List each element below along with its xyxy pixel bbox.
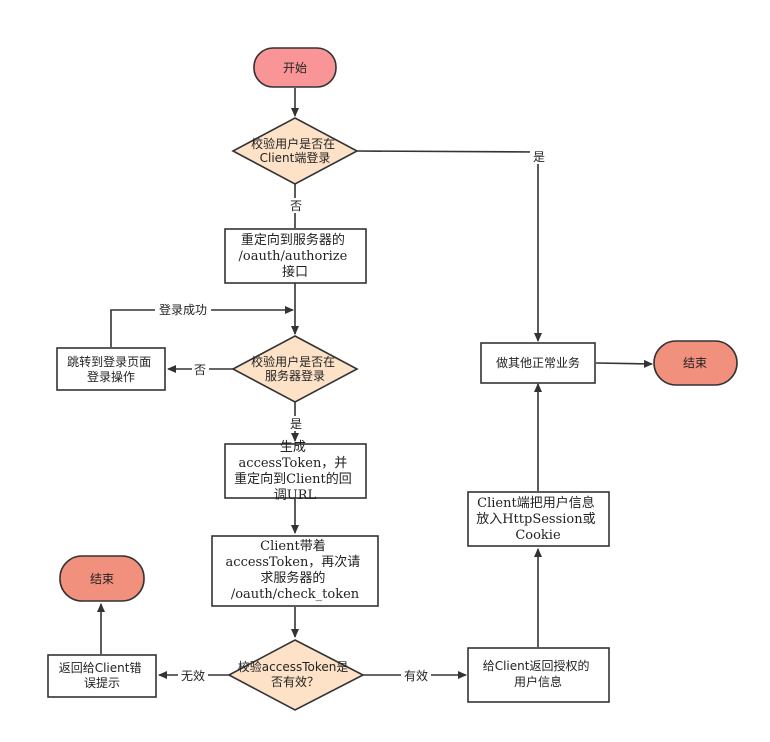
process-client-request: Client带着 accessToken，再次请 求服务器的 /oauth/ch… (211, 535, 379, 607)
return-error-line2: 误提示 (84, 675, 120, 690)
client-request-line3: 求服务器的 (260, 570, 325, 586)
edge-jump-login-success (110, 306, 294, 347)
start-terminal: 开始 (253, 47, 337, 88)
client-request-line1: Client带着 (260, 538, 326, 554)
edges (97, 88, 653, 679)
svg-text:校验用户是否在 服务器登录: 校验用户是否在 服务器登录 (251, 354, 339, 383)
process-save-session: Client端把用户信息 放入HttpSession或 Cookie (467, 491, 610, 547)
do-business-label: 做其他正常业务 (496, 355, 580, 370)
gen-token-line2: accessToken，并 (239, 456, 348, 471)
process-do-business: 做其他正常业务 (480, 342, 596, 384)
client-request-line4: /oauth/check_token (231, 587, 360, 602)
decision-check-server: 校验用户是否在 服务器登录 (231, 335, 359, 403)
process-return-error: 返回给Client错 误提示 (47, 654, 157, 698)
decision-check-client-line1: 校验用户是否在 (251, 136, 335, 151)
end-terminal-right: 结束 (653, 340, 738, 386)
gen-token-line4: 调URL (274, 488, 317, 503)
svg-text:返回给Client错 误提示: 返回给Client错 误提示 (59, 661, 146, 690)
start-label: 开始 (283, 61, 307, 75)
svg-text:生成 accessToken，并 重: 生成 accessToken，并 重定向到Client的回 调URL (234, 440, 356, 503)
label-yes-client: 是 (533, 150, 545, 164)
save-session-line1: Client端把用户信息 (477, 495, 595, 511)
jump-login-line2: 登录操作 (87, 369, 135, 384)
decision-check-client-line2: Client端登录 (260, 150, 331, 165)
label-valid: 有效 (404, 668, 428, 683)
decision-check-token-line1: 校验accessToken是 (238, 659, 349, 674)
save-session-line3: Cookie (515, 528, 561, 543)
svg-text:Client端把用户信息 放入HttpSessi: Client端把用户信息 放入HttpSession或 Cookie (476, 495, 600, 543)
end-right-label: 结束 (683, 356, 707, 370)
svg-text:校验用户是否在 Client端登录: 校验用户是否在 Client端登录 (251, 136, 339, 165)
process-jump-login: 跳转到登录页面 登录操作 (56, 347, 166, 391)
svg-text:重定向到服务器的 /oauth/authoriz: 重定向到服务器的 /oauth/authorize 接口 (239, 232, 352, 280)
decision-check-server-line2: 服务器登录 (265, 368, 325, 383)
return-user-line1: 给Client返回授权的 (483, 658, 590, 673)
gen-token-line3: 重定向到Client的回 (234, 471, 352, 487)
redirect-line3: 接口 (282, 264, 308, 280)
label-no-server: 否 (194, 363, 206, 377)
edge-check-client-yes-to-business (356, 150, 542, 342)
redirect-line2: /oauth/authorize (239, 249, 348, 264)
svg-text:校验accessToken是 否有效？: 校验accessToken是 否有效？ (238, 659, 352, 689)
process-return-user: 给Client返回授权的 用户信息 (467, 647, 610, 703)
process-redirect-authorize: 重定向到服务器的 /oauth/authorize 接口 (224, 228, 367, 284)
label-yes-server: 是 (290, 417, 302, 431)
edge-labels: 是 否 登录成功 否 是 无效 有效 (155, 149, 547, 683)
return-error-line1: 返回给Client错 (59, 661, 142, 675)
edge-business-to-end (595, 359, 653, 368)
client-request-line2: accessToken，再次请 (226, 554, 361, 570)
save-session-line2: 放入HttpSession或 (476, 512, 595, 527)
decision-check-client: 校验用户是否在 Client端登录 (231, 117, 359, 185)
label-login-success: 登录成功 (159, 302, 207, 317)
end-left-label: 结束 (90, 572, 114, 586)
decision-check-token: 校验accessToken是 否有效？ (227, 639, 365, 711)
decision-check-token-line2: 否有效？ (271, 674, 319, 689)
svg-text:跳转到登录页面 登录操作: 跳转到登录页面 登录操作 (67, 354, 155, 384)
process-generate-token: 生成 accessToken，并 重定向到Client的回 调URL (224, 440, 367, 503)
end-terminal-left: 结束 (59, 555, 145, 602)
return-user-line2: 用户信息 (514, 674, 562, 689)
redirect-line1: 重定向到服务器的 (241, 232, 345, 248)
label-invalid: 无效 (181, 668, 205, 683)
svg-text:给Client返回授权的 用户信息: 给Client返回授权的 用户信息 (483, 658, 594, 689)
decision-check-server-line1: 校验用户是否在 (251, 354, 335, 369)
svg-text:Client带着 accessToken，再次请: Client带着 accessToken，再次请 求服务器的 /oauth/ch… (226, 538, 365, 602)
gen-token-line1: 生成 (280, 440, 306, 455)
jump-login-line1: 跳转到登录页面 (67, 354, 151, 369)
label-no-client: 否 (290, 199, 302, 213)
